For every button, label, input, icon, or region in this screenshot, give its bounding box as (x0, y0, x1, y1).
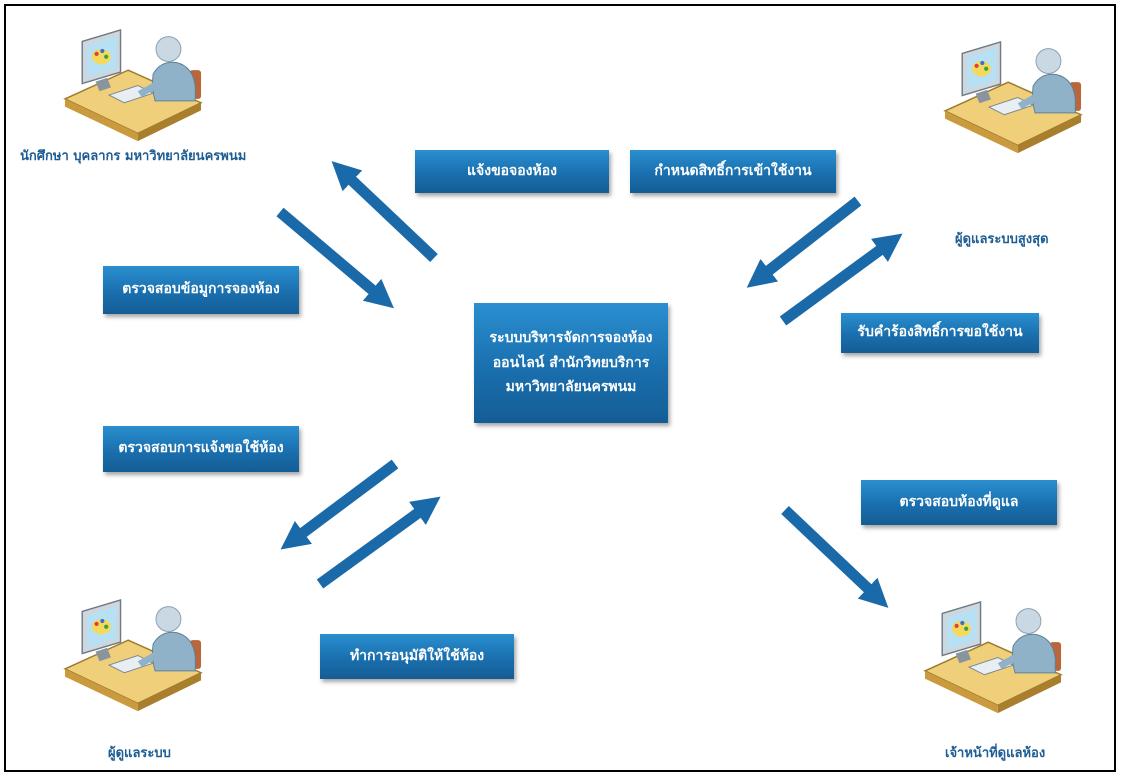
actor-label-super-admin: ผู้ดูแลระบบสูงสุด (955, 232, 1049, 247)
diagram-frame (4, 4, 1116, 772)
arrow-superadmin-to-system (746, 196, 862, 288)
process-check-rooms: ตรวจสอบห้องที่ดูแล (861, 480, 1057, 525)
arrow-system-to-students (331, 161, 438, 262)
process-approve: ทำการอนุมัติให้ใช้ห้อง (320, 634, 514, 679)
system-line-3: มหาวิทยาลัยนครพนม (505, 379, 637, 396)
arrow-admin-to-system (316, 496, 441, 589)
arrow-system-to-staff (781, 506, 889, 608)
process-receive-request: รับคำร้องสิทธิ์การขอใช้งาน (841, 313, 1039, 353)
process-check-request: ตรวจสอบการแจ้งขอใช้ห้อง (103, 426, 299, 472)
system-box: ระบบบริหารจัดการจองห้อง ออนไลน์ สำนักวิท… (474, 303, 668, 423)
system-line-2: ออนไลน์ สำนักวิทยบริการ (492, 354, 650, 371)
arrow-system-to-superadmin (779, 233, 903, 326)
computer-user-icon (64, 29, 202, 142)
computer-user-icon (944, 41, 1082, 154)
arrow-students-to-system (276, 207, 394, 309)
process-check-booking: ตรวจสอบข้อมูการจองห้อง (103, 266, 299, 314)
computer-user-icon (924, 601, 1062, 714)
arrow-system-to-admin (280, 459, 399, 550)
actor-label-admin: ผู้ดูแลระบบ (108, 746, 171, 761)
system-line-1: ระบบบริหารจัดการจองห้อง (489, 330, 653, 347)
process-set-permissions: กำหนดสิทธิ์การเข้าใช้งาน (630, 150, 836, 193)
actor-label-room-staff: เจ้าหน้าที่ดูแลห้อง (945, 746, 1046, 761)
actor-label-students: นักศึกษา บุคลากร มหาวิทยาลัยนครพนม (20, 149, 247, 164)
process-notify-booking: แจ้งขอจองห้อง (415, 150, 609, 193)
computer-user-icon (64, 599, 202, 712)
